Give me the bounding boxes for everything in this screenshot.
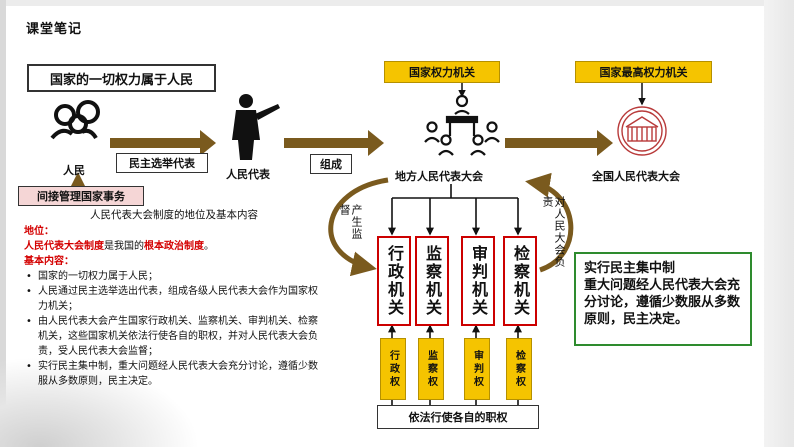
organ-judicial: 审判机关 [461, 236, 495, 326]
organ-supervisory: 监察机关 [415, 236, 449, 326]
arrow-people-to-reps [110, 130, 216, 156]
arrow-reps-to-local [284, 130, 384, 156]
left-border [0, 0, 6, 447]
organ-tree [388, 184, 522, 236]
produce-supervise-label: 产生监督 [338, 204, 363, 240]
notes-panel: 人民代表大会制度的地位及基本内容 地位： 人民代表大会制度是我国的根本政治制度。… [24, 208, 324, 432]
status-part-a: 人民代表大会制度 [24, 241, 104, 252]
right-border [764, 0, 794, 447]
notes-heading: 人民代表大会制度的地位及基本内容 [90, 209, 258, 221]
manage-edge-label: 间接管理国家事务 [18, 186, 144, 206]
status-label: 地位： [24, 226, 54, 237]
democracy-line-2: 重大问题经人民代表大会充分讨论，遵循少数服从多数原则，民主决定。 [584, 278, 741, 327]
main-claim-box: 国家的一切权力属于人民 [27, 64, 216, 92]
arrow-accountable [525, 172, 574, 273]
power-arrows [388, 324, 522, 340]
power-procuratorial: 检察权 [506, 338, 532, 400]
national-hall-icon [617, 106, 667, 156]
local-congress-label: 地方人民代表大会 [395, 170, 483, 183]
arrow-produce-supervise [328, 177, 389, 277]
representatives-label: 人民代表 [226, 168, 270, 181]
page-title: 课堂笔记 [26, 22, 83, 37]
content-item: 人民通过民主选举选出代表，组成各级人民代表大会作为国家权力机关； [26, 284, 324, 314]
top-border [0, 0, 794, 6]
status-part-b: 是我国的 [104, 241, 144, 252]
local-power-tag: 国家权力机关 [384, 61, 500, 83]
content-label: 基本内容： [24, 256, 74, 267]
content-item: 由人民代表大会产生国家行政机关、监察机关、审判机关、检察机关，这些国家机关依法行… [26, 314, 324, 359]
power-supervisory: 监察权 [418, 338, 444, 400]
organ-administrative: 行政机关 [377, 236, 411, 326]
accountable-label: 对人民大会负责 [541, 196, 566, 268]
power-judicial: 审判权 [464, 338, 490, 400]
content-list: 国家的一切权力属于人民； 人民通过民主选举选出代表，组成各级人民代表大会作为国家… [24, 269, 324, 389]
status-line: 人民代表大会制度是我国的根本政治制度。 [24, 239, 324, 254]
democracy-line-1: 实行民主集中制 [584, 261, 676, 276]
basis-bracket [391, 397, 519, 405]
status-part-c: 根本政治制度 [144, 241, 204, 252]
status-part-d: 。 [204, 241, 214, 252]
people-label: 人民 [63, 164, 85, 177]
people-icon [50, 100, 100, 140]
elect-edge-label: 民主选举代表 [116, 153, 208, 173]
highest-power-tag: 国家最高权力机关 [575, 61, 712, 83]
democracy-box: 实行民主集中制 重大问题经人民代表大会充分讨论，遵循少数服从多数原则，民主决定。 [574, 252, 752, 346]
power-administrative: 行政权 [380, 338, 406, 400]
form-edge-label: 组成 [310, 154, 352, 174]
organ-procuratorial: 检察机关 [503, 236, 537, 326]
arrow-local-to-national [505, 130, 613, 156]
national-congress-label: 全国人民代表大会 [592, 170, 680, 183]
congress-icon [424, 94, 500, 156]
basis-box: 依法行使各自的职权 [377, 405, 539, 429]
content-item: 实行民主集中制，重大问题经人民代表大会充分讨论，遵循少数服从多数原则，民主决定。 [26, 359, 324, 389]
content-item: 国家的一切权力属于人民； [26, 269, 324, 284]
representative-icon [232, 94, 280, 160]
